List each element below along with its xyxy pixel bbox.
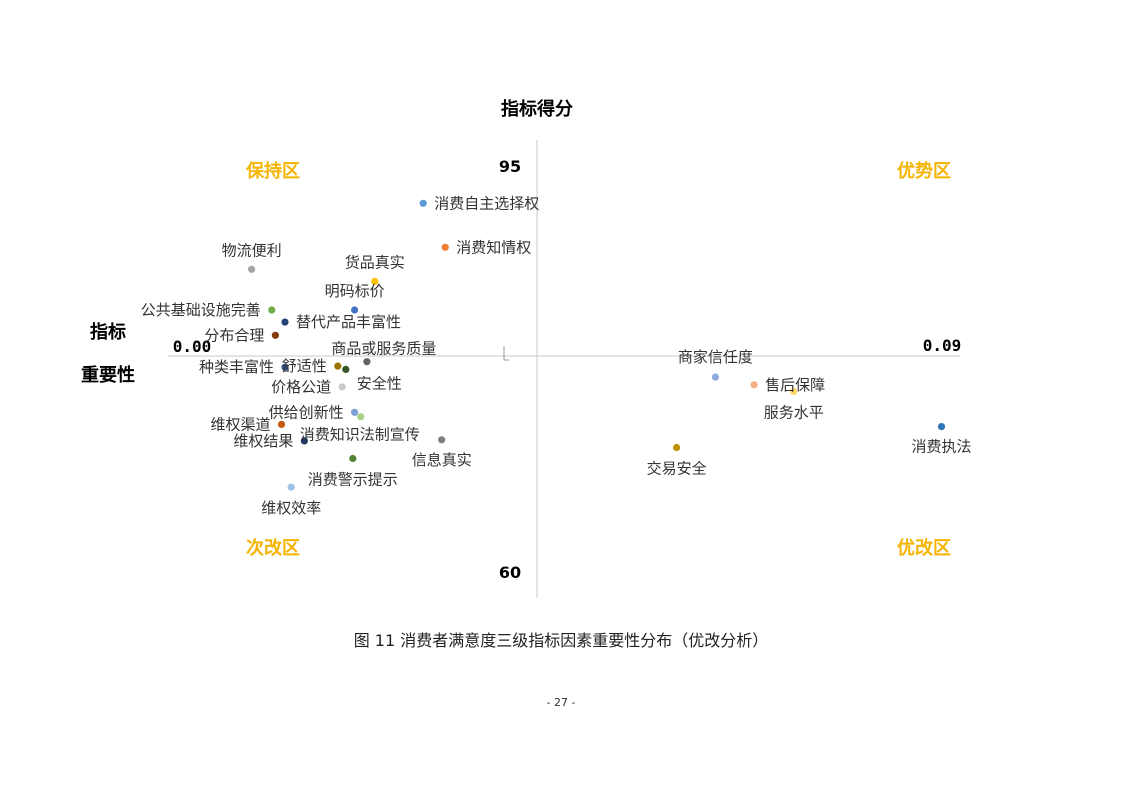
quadrant-label-bottom-left: 次改区 — [246, 537, 300, 559]
data-point — [351, 408, 359, 416]
data-label: 服务水平 — [764, 403, 824, 421]
data-label: 替代产品丰富性 — [296, 313, 401, 331]
data-label: 消费执法 — [911, 438, 971, 456]
quadrant-label-top-right: 优势区 — [897, 160, 951, 182]
data-point — [711, 373, 720, 381]
data-label: 售后保障 — [765, 376, 825, 394]
quadrant-label-bottom-right: 优改区 — [897, 537, 951, 559]
x-tick-label-min: 0.00 — [173, 337, 212, 356]
data-point — [277, 420, 286, 428]
data-label: 安全性 — [357, 374, 402, 392]
data-label: 供给创新性 — [269, 403, 344, 421]
data-point — [419, 199, 427, 207]
data-label: 种类丰富性 — [199, 358, 274, 376]
data-label: 商品或服务质量 — [331, 340, 436, 358]
data-point — [248, 265, 256, 273]
data-point — [438, 436, 446, 444]
data-point — [334, 362, 342, 370]
data-label: 信息真实 — [412, 451, 472, 469]
data-label: 明码标价 — [325, 282, 385, 300]
x-axis-label-line-2: 重要性 — [81, 364, 135, 386]
data-point — [281, 318, 289, 326]
data-label: 消费警示提示 — [308, 471, 398, 489]
data-label: 物流便利 — [222, 241, 282, 259]
data-point — [268, 306, 276, 314]
data-label: 消费知情权 — [456, 238, 531, 256]
data-point — [351, 306, 359, 314]
data-point — [937, 423, 946, 431]
data-label: 维权渠道 — [210, 415, 270, 433]
y-tick-label-min: 60 — [499, 563, 521, 582]
label-leader-line — [503, 346, 509, 361]
data-point — [300, 437, 308, 445]
data-label: 舒适性 — [282, 357, 327, 375]
data-label: 交易安全 — [647, 460, 707, 478]
chart-title: 指标得分 — [501, 98, 573, 120]
data-point — [349, 454, 357, 463]
data-point — [338, 383, 346, 391]
figure-caption: 图 11 消费者满意度三级指标因素重要性分布（优改分析） — [353, 631, 769, 650]
x-axis-label-line-1: 指标 — [90, 321, 126, 343]
data-point — [271, 331, 279, 339]
page-number: - 27 - — [546, 696, 576, 709]
data-point — [357, 413, 365, 421]
data-label: 商家信任度 — [678, 348, 753, 366]
data-point — [363, 358, 371, 366]
x-tick-label-max: 0.09 — [923, 336, 962, 355]
data-point — [281, 363, 289, 371]
data-point — [342, 365, 350, 373]
y-tick-label-max: 95 — [499, 157, 521, 176]
data-label: 消费自主选择权 — [434, 194, 539, 212]
data-point — [790, 387, 798, 395]
data-label: 分布合理 — [204, 326, 264, 344]
data-label: 维权结果 — [233, 432, 293, 450]
data-point — [287, 483, 295, 491]
data-label: 货品真实 — [345, 253, 405, 271]
quadrant-label-top-left: 保持区 — [245, 160, 300, 182]
data-point — [673, 443, 681, 452]
data-point — [750, 381, 758, 389]
data-point — [371, 277, 379, 285]
data-points — [248, 199, 946, 491]
data-label: 消费知识法制宣传 — [300, 426, 420, 444]
data-label: 价格公道 — [271, 378, 331, 396]
data-point — [441, 243, 449, 251]
data-label: 公共基础设施完善 — [141, 301, 261, 319]
data-label: 维权效率 — [261, 499, 321, 517]
